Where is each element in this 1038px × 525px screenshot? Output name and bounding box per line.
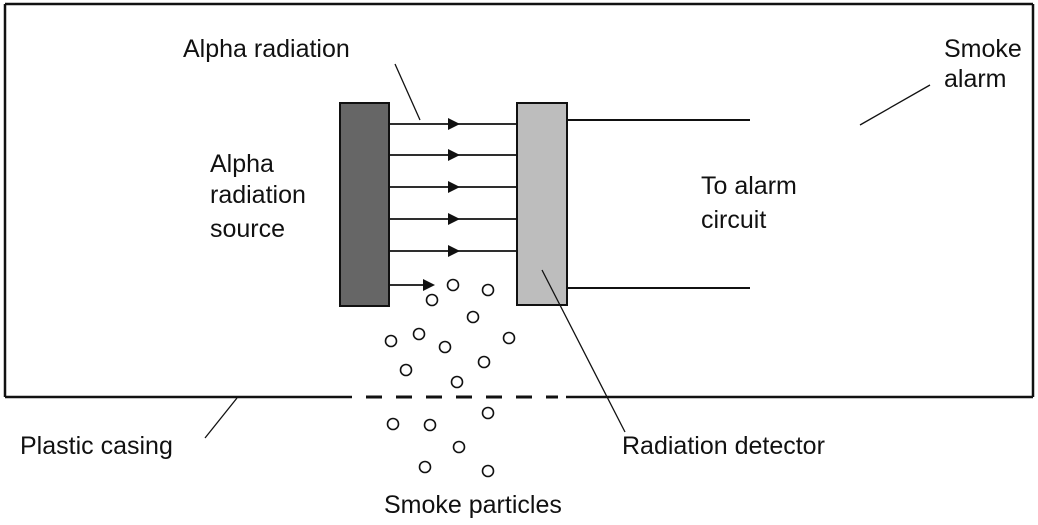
label-smoke-alarm-line1: Smoke [944, 35, 1022, 63]
smoke-particle [399, 363, 413, 377]
smoke-particle [502, 331, 516, 345]
smoke-particle [384, 334, 398, 348]
leader-radiation-detector [541, 269, 626, 433]
label-plastic-casing: Plastic casing [20, 432, 173, 460]
alpha-source-block [339, 102, 390, 307]
label-alarm-circuit-line1: To alarm [701, 172, 797, 200]
smoke-particle [452, 440, 466, 454]
label-smoke-particles: Smoke particles [384, 491, 562, 519]
smoke-particle [412, 327, 426, 341]
smoke-particle [423, 418, 437, 432]
smoke-particle [438, 340, 452, 354]
leader-alpha-radiation [394, 63, 421, 121]
label-alpha-source-line1: Alpha [210, 150, 274, 178]
leader-lines [204, 63, 931, 439]
label-smoke-alarm-line2: alarm [944, 65, 1007, 93]
label-alpha-source-line2: radiation [210, 181, 306, 209]
leader-plastic-casing [204, 397, 238, 439]
radiation-detector-block [516, 102, 568, 306]
label-radiation-detector: Radiation detector [622, 432, 825, 460]
smoke-particle [466, 310, 480, 324]
alarm-circuit-wires [567, 119, 750, 289]
smoke-particle [386, 417, 400, 431]
label-alpha-source-line3: source [210, 215, 285, 243]
alpha-rays [389, 118, 517, 291]
smoke-particles [384, 278, 516, 478]
leader-smoke-alarm [859, 84, 931, 126]
smoke-particle [481, 283, 495, 297]
smoke-particle [425, 293, 439, 307]
smoke-particle [481, 464, 495, 478]
smoke-particle [481, 406, 495, 420]
smoke-particle [418, 460, 432, 474]
smoke-particle [450, 375, 464, 389]
smoke-particle [446, 278, 460, 292]
label-alpha-radiation: Alpha radiation [183, 35, 350, 63]
label-alarm-circuit-line2: circuit [701, 206, 766, 234]
smoke-particle [477, 355, 491, 369]
plastic-casing [3, 2, 1035, 399]
